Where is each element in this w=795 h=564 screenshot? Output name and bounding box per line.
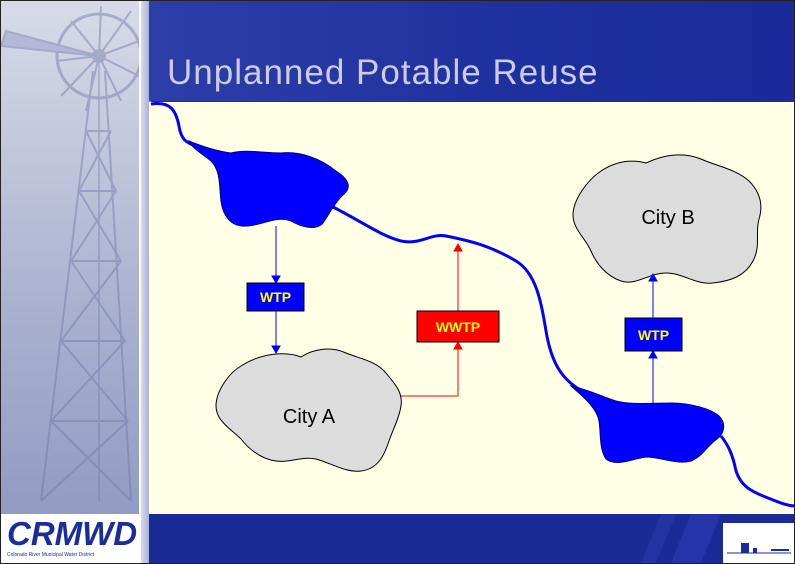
logo-text: CRMWD (7, 515, 138, 552)
wwtp-a-label: WWTP (436, 319, 480, 335)
water-flow-a (271, 226, 281, 355)
reservoir-upstream (187, 140, 349, 228)
wtp-a-label: WTP (260, 289, 291, 305)
city-b-label: City B (641, 207, 694, 229)
reservoir-downstream (569, 385, 725, 463)
wtp-a-box: WTP (246, 282, 305, 312)
wtp-b-label: WTP (638, 327, 669, 343)
slide-header (149, 1, 794, 101)
wtp-b-box: WTP (624, 317, 683, 352)
corner-logo (723, 523, 794, 563)
crmwd-logo (1, 514, 139, 563)
logo-subtitle: Colorado River Municipal Water District (7, 552, 95, 558)
city-b-shape (572, 154, 762, 284)
divider-bar (139, 1, 151, 563)
windmill-illustration (1, 5, 139, 502)
water-flow-b (648, 272, 658, 403)
city-a-label: City A (283, 406, 336, 428)
wwtp-a-box: WWTP (416, 310, 500, 343)
corner-logo-mark (727, 543, 791, 554)
river (150, 101, 794, 508)
footer-stripe (671, 514, 721, 563)
left-panel (1, 1, 139, 563)
city-a-shape (215, 348, 402, 472)
footer-stripe (641, 514, 676, 563)
wastewater-flow-a (401, 242, 463, 397)
slide-title: Unplanned Potable Reuse (167, 53, 599, 92)
